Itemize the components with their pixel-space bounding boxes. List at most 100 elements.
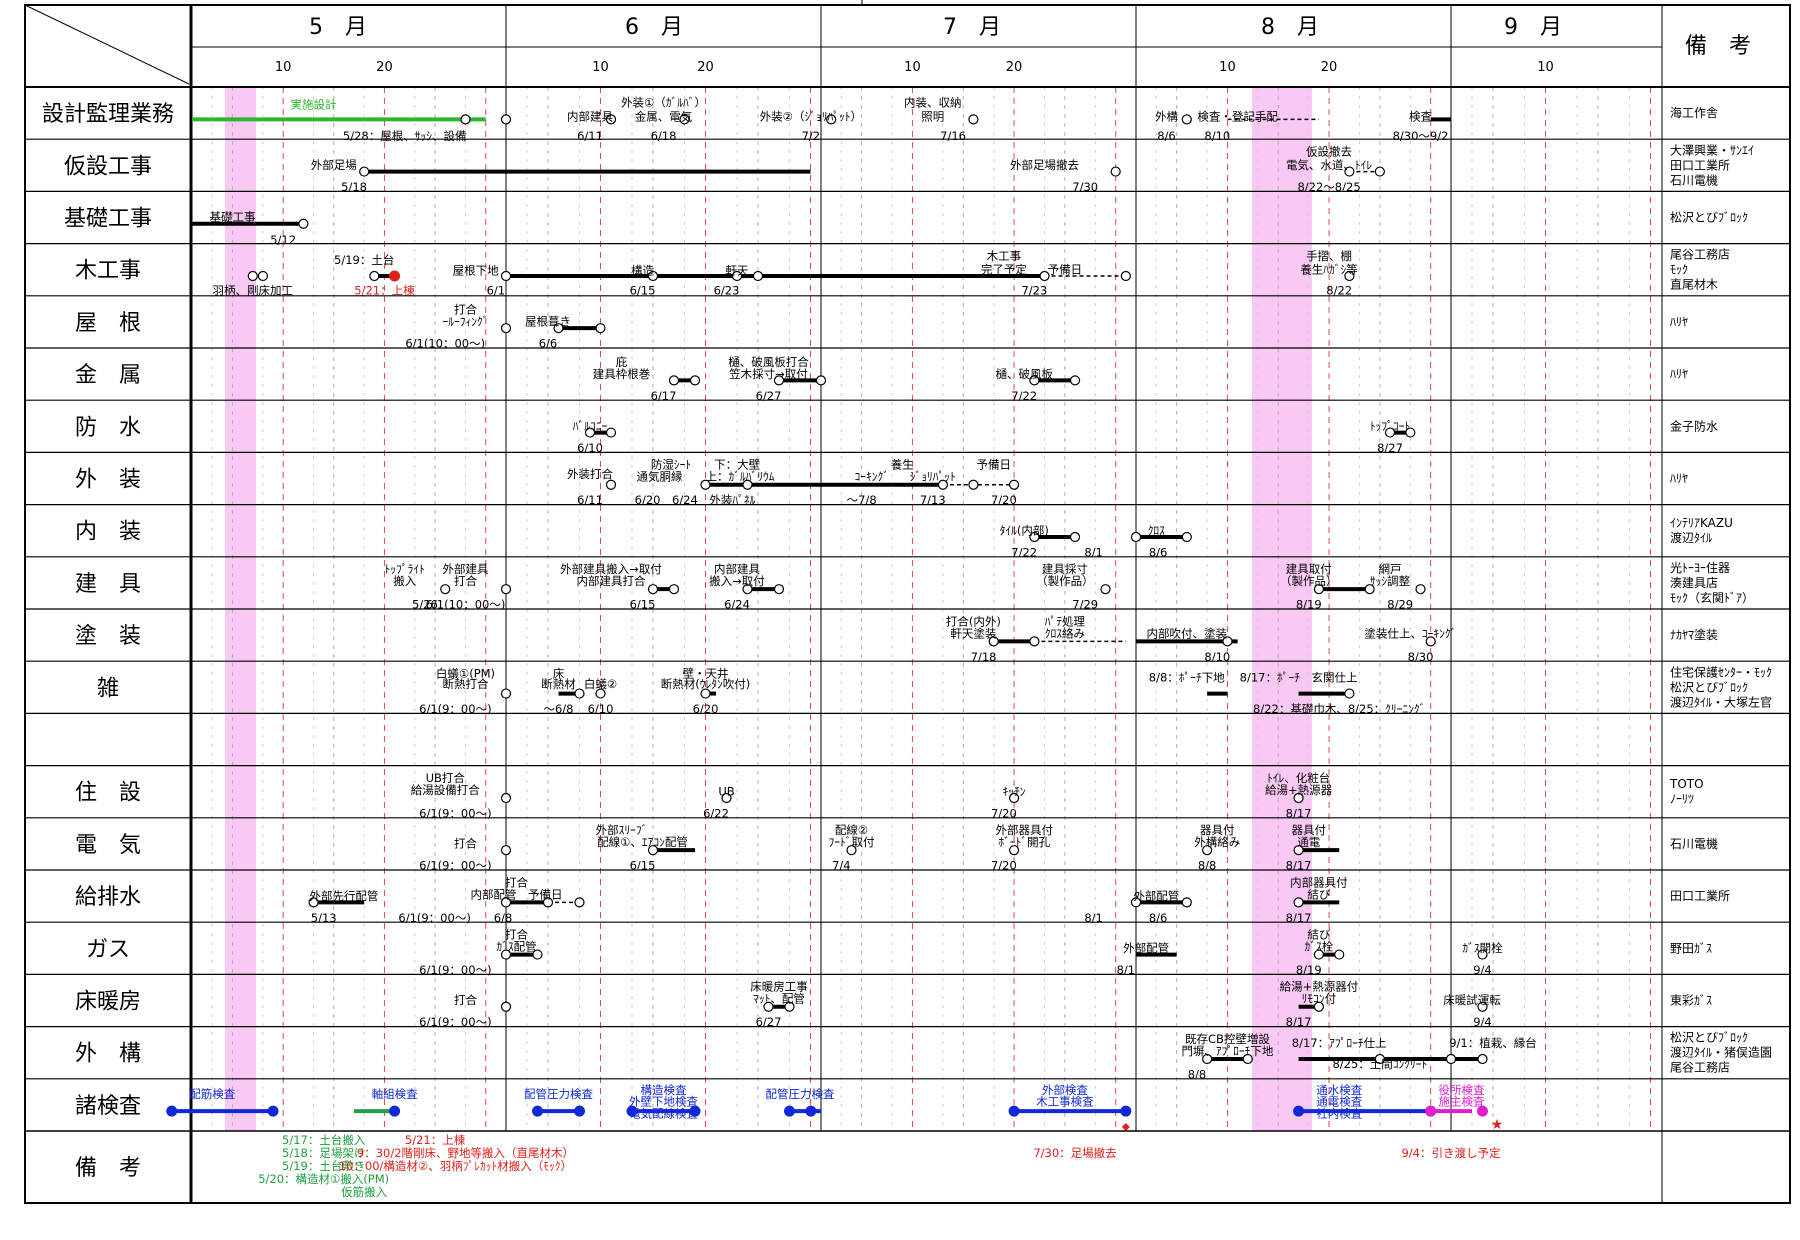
- task-label: 外部配管: [1133, 889, 1179, 903]
- task-label: 内装、収納: [904, 95, 962, 109]
- row-name: 諸検査: [75, 1094, 141, 1119]
- task-label: ﾌｰﾄﾞ取付: [828, 835, 874, 849]
- task-label: 8/17: [1286, 911, 1312, 925]
- task-label: 建具枠根巻: [593, 367, 651, 381]
- task-label: 9/4: [1473, 963, 1492, 977]
- month-label-june: 6 月: [625, 15, 683, 40]
- milestone-dot: [553, 323, 564, 334]
- task-label: 外部足場撤去: [1010, 158, 1079, 172]
- task-label: 軒天塗装: [950, 626, 996, 640]
- task-label: 打合: [505, 927, 528, 941]
- row-remark: TOTO: [1669, 777, 1704, 791]
- schedule-row: 電 気石川電機打合6/1(9：00～)外部ｽﾘｰﾌﾞ配線①、ｴｱｺﾝ配管6/15…: [25, 817, 1790, 873]
- task-label: 6/11: [577, 129, 603, 143]
- footer-note: 9：30/2階剛床、野地等搬入（直尾材木）: [357, 1146, 574, 1160]
- milestone-dot: [500, 584, 512, 595]
- task-label: 白蟻①(PM): [436, 666, 495, 680]
- row-remark: ｲﾝﾃﾘｱKAZU: [1670, 516, 1733, 530]
- milestone-dot: [605, 427, 617, 438]
- row-name: 電 気: [75, 833, 141, 858]
- milestone-dot: [308, 897, 319, 908]
- task-label: 外装①（ｶﾞﾙﾊﾞ）: [621, 95, 706, 109]
- inspection-dot: [784, 1105, 795, 1117]
- task-label: 予備日: [976, 458, 1011, 472]
- task-label: 樋、破風板: [995, 367, 1053, 381]
- task-label: 8/17: [1286, 859, 1312, 873]
- task-label: ｻｯｼ調整: [1370, 574, 1411, 588]
- task-label: 6/17: [651, 389, 677, 403]
- task-label: 外部器具付: [995, 823, 1053, 837]
- task-label: ｶﾞｽ栓: [1305, 939, 1334, 953]
- milestone-dot: [1313, 1001, 1325, 1012]
- task-label: 養生: [891, 458, 914, 472]
- task-label: UB: [718, 784, 734, 798]
- task-label: ～7/8: [847, 493, 877, 507]
- task-label: 7/30: [1072, 180, 1098, 194]
- task-label: 5/12: [270, 233, 296, 247]
- row-remark: 尾谷工務店: [1670, 1061, 1730, 1075]
- milestone-dot: [359, 166, 370, 177]
- task-label: 実施設計: [291, 97, 337, 111]
- task-label: 6/1(9：00～): [419, 859, 491, 873]
- schedule-row: 仮設工事大澤興業・ｻﾝｴｲ田口工業所石川電機外部足場5/18外部足場撤去7/30…: [25, 138, 1790, 194]
- row-remark: 東彩ｶﾞｽ: [1670, 994, 1712, 1008]
- milestone-dot: [1445, 1053, 1457, 1065]
- task-label: 白蟻②: [584, 677, 617, 691]
- milestone-dot: [247, 270, 258, 282]
- milestone-dot: [1344, 688, 1355, 699]
- schedule-rows: 設計監理業務海工作舎実施設計5/28：屋根、ｻｯｼ、設備内部建具6/11外装①（…: [25, 95, 1790, 1133]
- milestone-dot: [752, 270, 764, 282]
- milestone-dot: [500, 949, 512, 960]
- milestone-dot: [1374, 1053, 1385, 1065]
- row-remark: 野田ｶﾞｽ: [1670, 941, 1712, 955]
- task-label: 7/2: [802, 129, 821, 143]
- footer-note: 5/19：土台敷き: [282, 1159, 365, 1173]
- task-label: 網戸: [1379, 562, 1402, 576]
- row-name: 外 構: [75, 1042, 141, 1067]
- schedule-row: 内 装ｲﾝﾃﾘｱKAZU渡辺ﾀｲﾙﾀｲﾙ(内部)7/22ｸﾛｽ8/1 8/6: [25, 504, 1790, 559]
- task-label: 8/8: [1198, 859, 1217, 873]
- row-name: ガス: [86, 937, 130, 962]
- task-label: 電気配線検査: [629, 1107, 698, 1121]
- row-remark: 金子防水: [1670, 418, 1718, 433]
- month-label-july: 7 月: [943, 15, 1001, 40]
- month-label-may: 5 月: [309, 15, 367, 40]
- row-name: 住 設: [75, 781, 141, 806]
- task-label: ﾎﾞｰﾄﾞ開孔: [998, 835, 1050, 849]
- task-label: 配筋検査: [189, 1087, 235, 1101]
- task-label: 給湯設備打合: [411, 783, 480, 797]
- row-remark: 田口工業所: [1670, 158, 1730, 172]
- task-label: 8/30: [1408, 650, 1434, 664]
- task-label: ｰﾙｰﾌｨﾝｸﾞ: [442, 315, 488, 329]
- task-label: 床: [553, 666, 565, 680]
- task-label: 打合: [454, 993, 477, 1007]
- task-label: ｼﾞｮﾘﾊﾟｯﾄ: [910, 470, 956, 484]
- task-label: ﾘﾓｺﾝ付: [1302, 992, 1337, 1006]
- schedule-row: 諸検査配筋検査軸組検査配管圧力検査構造検査外壁下地検査電気配線検査配管圧力検査外…: [25, 1078, 1790, 1121]
- task-label: 搬入: [393, 574, 416, 588]
- task-label: 7/22: [1011, 545, 1037, 559]
- task-label: 屋根葺き: [525, 315, 571, 329]
- task-label: 断熱材(ｳﾚﾀﾝ吹付): [661, 677, 750, 691]
- task-label: 役所検査: [1439, 1083, 1485, 1097]
- task-label: 外部建具搬入→取付: [560, 562, 662, 576]
- milestone-dot: [1029, 636, 1040, 647]
- task-label: 給湯+熱源器付: [1280, 980, 1359, 994]
- row-remark: 渡辺ﾀｲﾙ・大塚左官: [1670, 694, 1772, 709]
- schedule-row: 雑住宅保護ｾﾝﾀｰ・ﾓｯｸ松沢とびﾌﾞﾛｯｸ渡辺ﾀｲﾙ・大塚左官白蟻①(PM)断…: [25, 660, 1790, 716]
- milestone-dot: [1029, 375, 1040, 386]
- task-label: 8/17：ｱﾌﾟﾛｰﾁ仕上: [1292, 1036, 1387, 1050]
- task-label: 8/22～8/25: [1297, 180, 1360, 194]
- task-label: 6/11: [577, 493, 603, 507]
- task-label: 5/26: [412, 598, 438, 612]
- schedule-row: 建 具光ﾄｰﾖｰ住器湊建具店ﾓｯｸ（玄関ﾄﾞｱ）ﾄｯﾌﾟﾗｲﾄ搬入5/26外部建…: [25, 556, 1790, 612]
- task-label: 器具付: [1200, 823, 1235, 837]
- task-label: 6/1(9：00～): [419, 806, 491, 820]
- milestone-dot: [1008, 479, 1020, 490]
- milestone-dot: [700, 688, 711, 699]
- task-label: ﾊﾟﾃ処理: [1045, 614, 1086, 628]
- task-label: （製作品）: [1036, 574, 1094, 588]
- milestone-dot: [1130, 531, 1142, 543]
- row-remark: 松沢とびﾌﾞﾛｯｸ: [1670, 211, 1748, 225]
